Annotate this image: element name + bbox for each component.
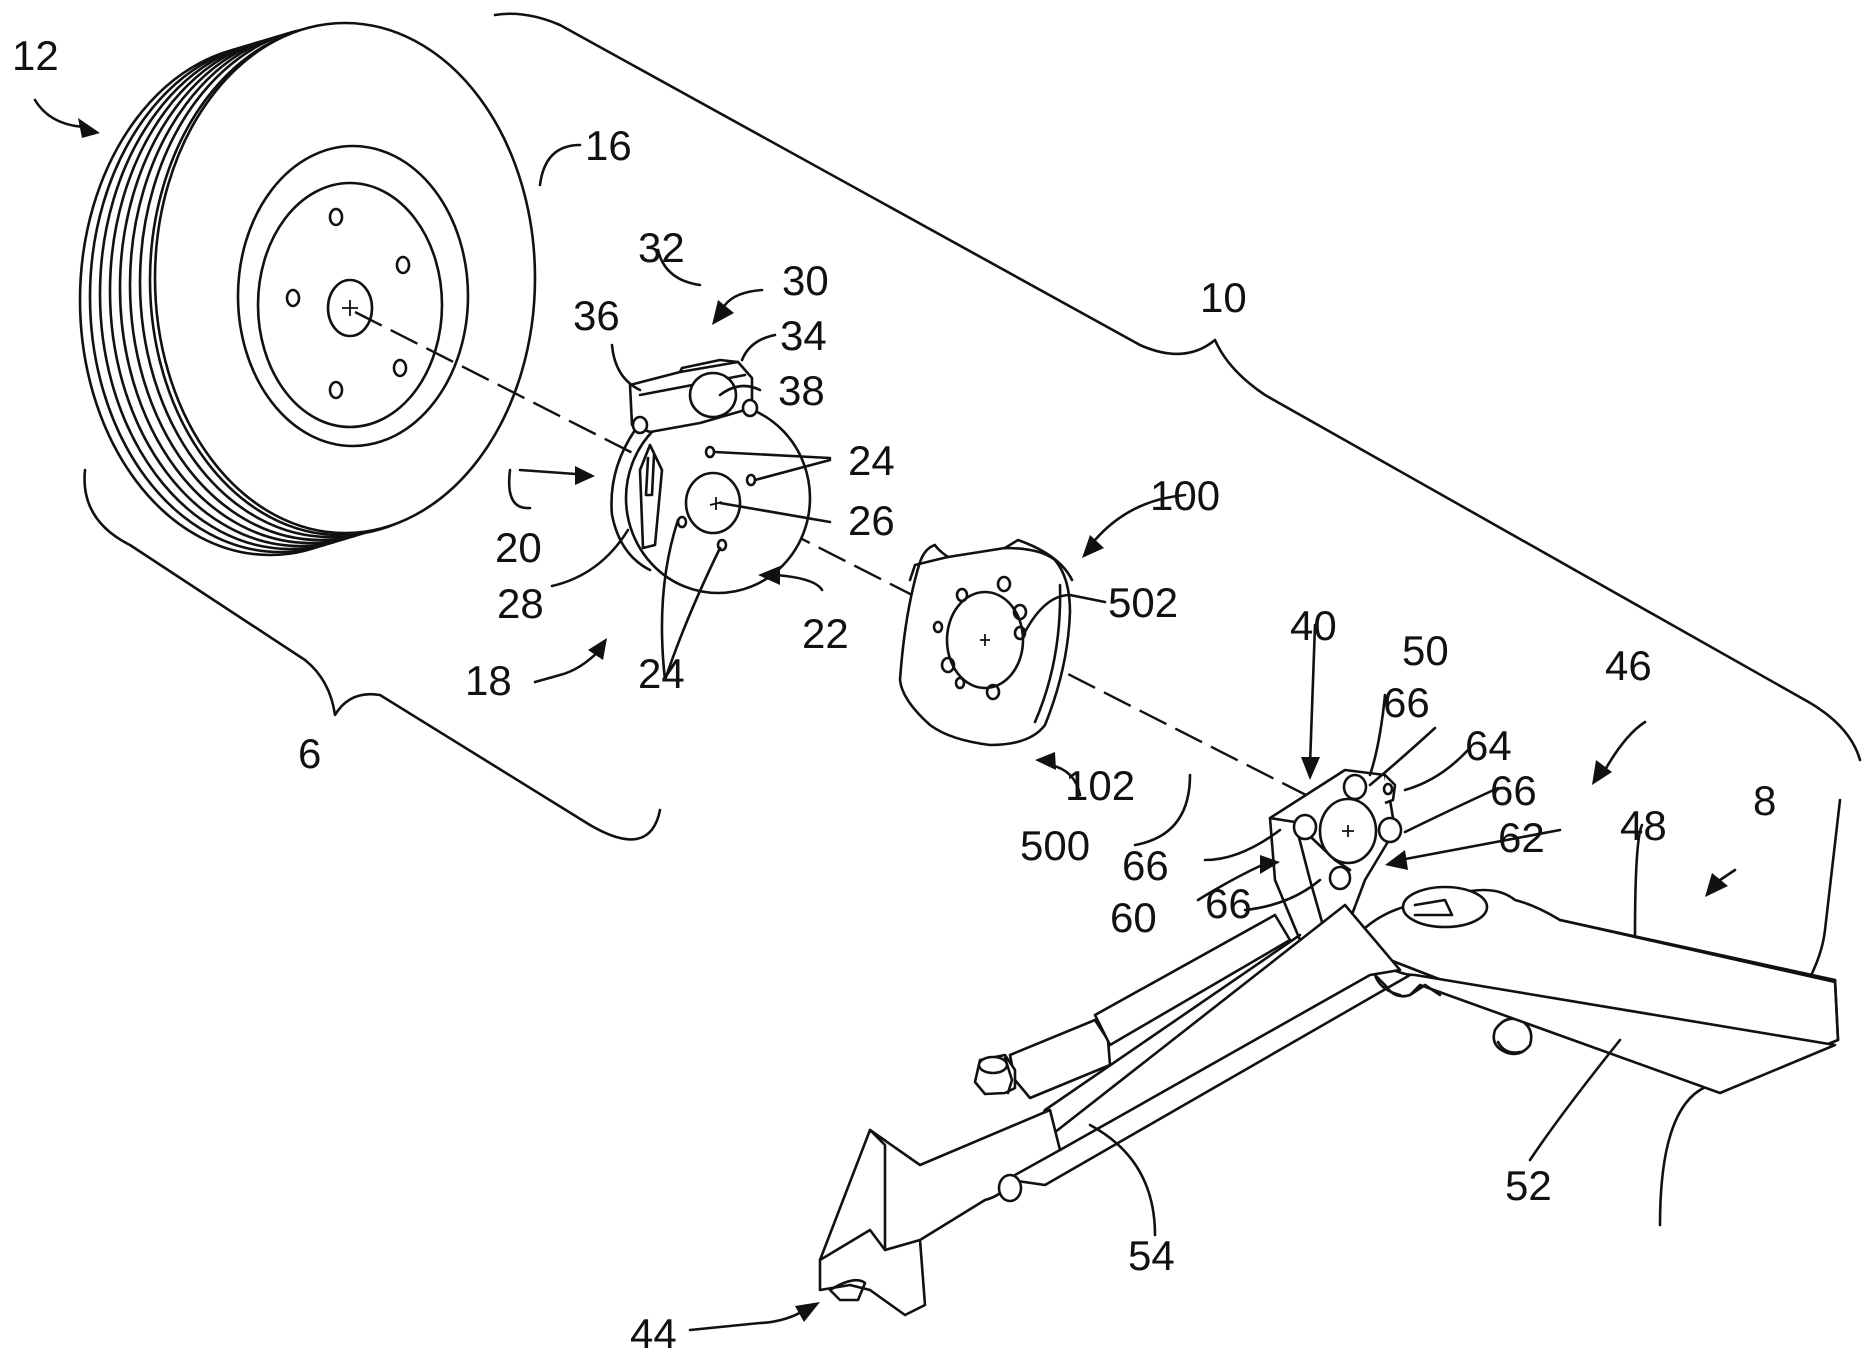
label-66b: 66 (1490, 767, 1537, 814)
label-28: 28 (497, 580, 544, 627)
label-24a: 24 (848, 437, 895, 484)
axis-500 (355, 312, 1375, 830)
label-60: 60 (1110, 894, 1157, 941)
label-8: 8 (1753, 777, 1776, 824)
label-36: 36 (573, 292, 620, 339)
label-20: 20 (495, 524, 542, 571)
label-24b: 24 (638, 650, 685, 697)
label-26: 26 (848, 497, 895, 544)
label-66d: 66 (1205, 880, 1252, 927)
label-66c: 66 (1122, 842, 1169, 889)
label-18: 18 (465, 657, 512, 704)
label-16: 16 (585, 122, 632, 169)
label-30: 30 (782, 257, 829, 304)
label-10: 10 (1200, 274, 1247, 321)
label-40: 40 (1290, 602, 1337, 649)
label-100: 100 (1150, 472, 1220, 519)
label-502: 502 (1108, 579, 1178, 626)
label-54: 54 (1128, 1232, 1175, 1279)
label-44: 44 (630, 1310, 677, 1355)
wheel-face-16 (155, 23, 535, 533)
label-102: 102 (1065, 762, 1135, 809)
label-52: 52 (1505, 1162, 1552, 1209)
label-50: 50 (1402, 627, 1449, 674)
label-66a: 66 (1383, 679, 1430, 726)
label-38: 38 (778, 367, 825, 414)
label-12: 12 (12, 32, 59, 79)
label-32: 32 (638, 224, 685, 271)
adapter-plate-100 (900, 540, 1072, 745)
label-62: 62 (1498, 814, 1545, 861)
label-6: 6 (298, 730, 321, 777)
label-46: 46 (1605, 642, 1652, 689)
label-22: 22 (802, 610, 849, 657)
label-64: 64 (1465, 722, 1512, 769)
label-500: 500 (1020, 822, 1090, 869)
strut-54 (820, 905, 1410, 1315)
label-48: 48 (1620, 802, 1667, 849)
label-34: 34 (780, 312, 827, 359)
